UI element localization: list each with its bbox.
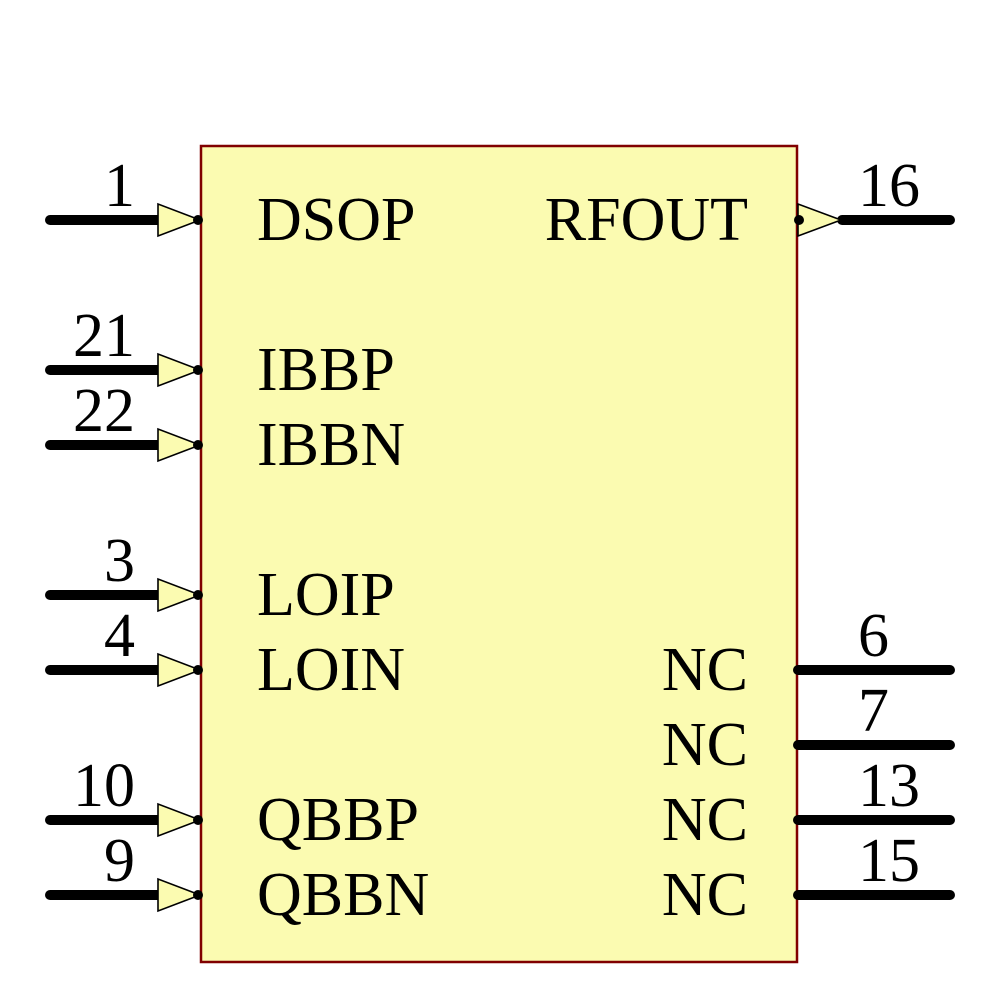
pin-connection-dot: [193, 440, 203, 450]
pin-right-16: 16 RFOUT: [545, 152, 955, 254]
pin-input-arrow-icon: [157, 802, 203, 838]
pin-right-13: 13 NC: [662, 752, 955, 854]
pin-left-22: 22 IBBN: [45, 377, 405, 479]
pin-connection-dot: [193, 815, 203, 825]
pin-number: 22: [73, 377, 135, 445]
pin-label: LOIP: [257, 561, 395, 629]
component-body: [199, 144, 799, 964]
pin-label: IBBN: [257, 411, 405, 479]
pin-left-4: 4 LOIN: [45, 602, 405, 704]
pin-label: QBBP: [257, 786, 419, 854]
pin-connection-dot: [193, 365, 203, 375]
pin-left-9: 9 QBBN: [45, 827, 429, 929]
pin-label: QBBN: [257, 861, 429, 929]
pin-number: 3: [104, 527, 135, 595]
pin-label: LOIN: [257, 636, 405, 704]
pin-number: 1: [104, 152, 135, 220]
pin-number: 9: [104, 827, 135, 895]
pin-input-arrow-icon: [157, 202, 203, 238]
pin-number: 7: [858, 677, 889, 745]
pin-connection-dot: [193, 665, 203, 675]
pin-right-15: 15 NC: [662, 827, 955, 929]
pin-input-arrow-icon: [157, 577, 203, 613]
pin-left-3: 3 LOIP: [45, 527, 395, 629]
pin-number: 10: [73, 752, 135, 820]
pin-number: 6: [858, 602, 889, 670]
pin-number: 15: [858, 827, 920, 895]
pin-number: 21: [73, 302, 135, 370]
pin-label: NC: [662, 636, 748, 704]
pin-number: 4: [104, 602, 135, 670]
pin-input-arrow-icon: [157, 352, 203, 388]
pin-connection-dot: [193, 890, 203, 900]
pin-label: NC: [662, 711, 748, 779]
pin-number: 13: [858, 752, 920, 820]
pin-right-7: 7 NC: [662, 677, 955, 779]
pin-label: DSOP: [257, 186, 416, 254]
pin-label: NC: [662, 861, 748, 929]
pin-right-6: 6 NC: [662, 602, 955, 704]
pin-connection-dot: [193, 590, 203, 600]
pin-connection-dot: [193, 215, 203, 225]
pin-label: NC: [662, 786, 748, 854]
pin-number: 16: [858, 152, 920, 220]
pin-label: IBBP: [257, 336, 395, 404]
pin-input-arrow-icon: [157, 427, 203, 463]
pin-input-arrow-icon: [157, 877, 203, 913]
pin-left-1: 1 DSOP: [45, 152, 416, 254]
pin-output-arrow-icon: [797, 202, 844, 238]
pin-connection-dot: [794, 215, 804, 225]
pin-label: RFOUT: [545, 186, 748, 254]
pin-input-arrow-icon: [157, 652, 203, 688]
pin-left-21: 21 IBBP: [45, 302, 395, 404]
pin-left-10: 10 QBBP: [45, 752, 419, 854]
